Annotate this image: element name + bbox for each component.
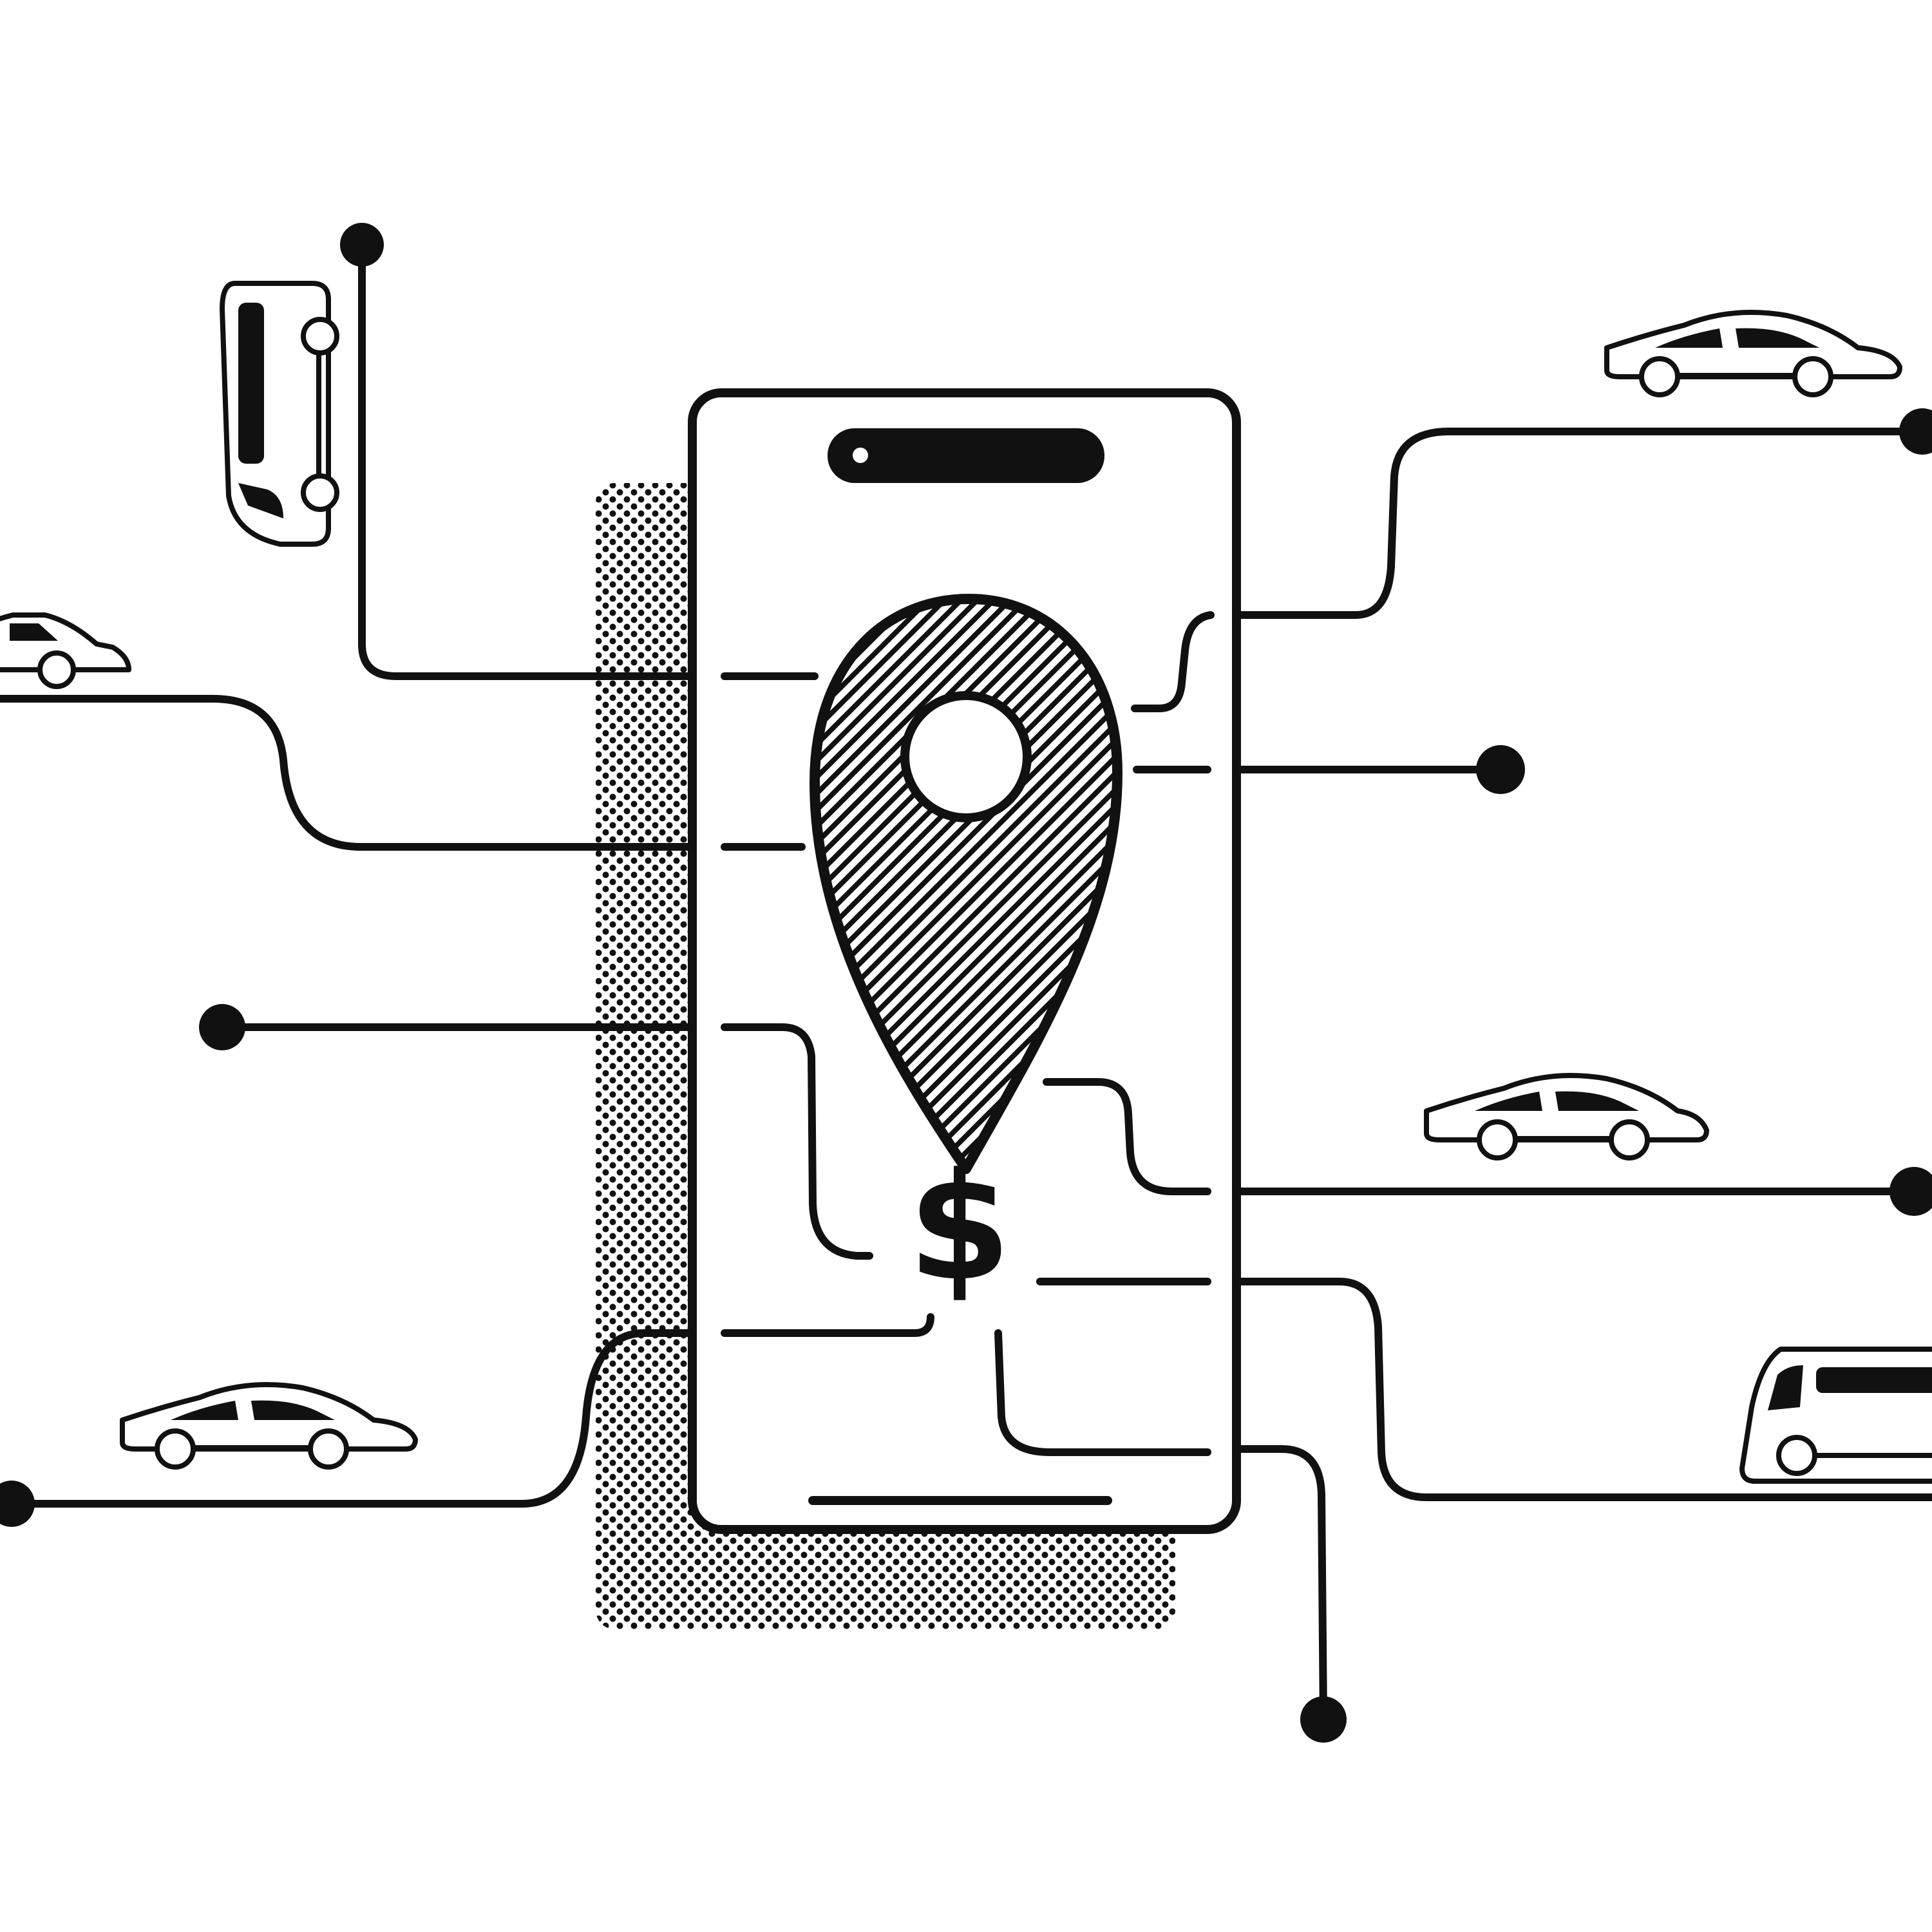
car-icon <box>1604 310 1902 397</box>
car-icon <box>120 1382 418 1470</box>
endpoint-dot <box>1476 745 1525 794</box>
endpoint-dot <box>340 223 384 267</box>
route-lines <box>0 234 1932 1723</box>
phone-speaker-notch <box>828 428 1104 483</box>
endpoint-dot <box>1300 1696 1347 1743</box>
car-icon <box>0 612 131 689</box>
pin-hole <box>900 691 1032 822</box>
endpoint-dot <box>199 1004 245 1050</box>
endpoint-dot <box>1889 1167 1932 1216</box>
location-pin-icon <box>810 594 1122 1174</box>
dollar-sign-icon: $ <box>908 1142 1011 1314</box>
van-icon <box>1739 1347 1932 1484</box>
phone-camera-dot <box>853 448 868 463</box>
endpoint-dot <box>1899 408 1932 455</box>
phone-map-streets <box>721 611 1215 1456</box>
endpoint-dot <box>0 1481 35 1527</box>
car-icon <box>1424 1073 1709 1160</box>
van-icon <box>220 281 339 547</box>
route-endpoints <box>0 223 1932 1743</box>
